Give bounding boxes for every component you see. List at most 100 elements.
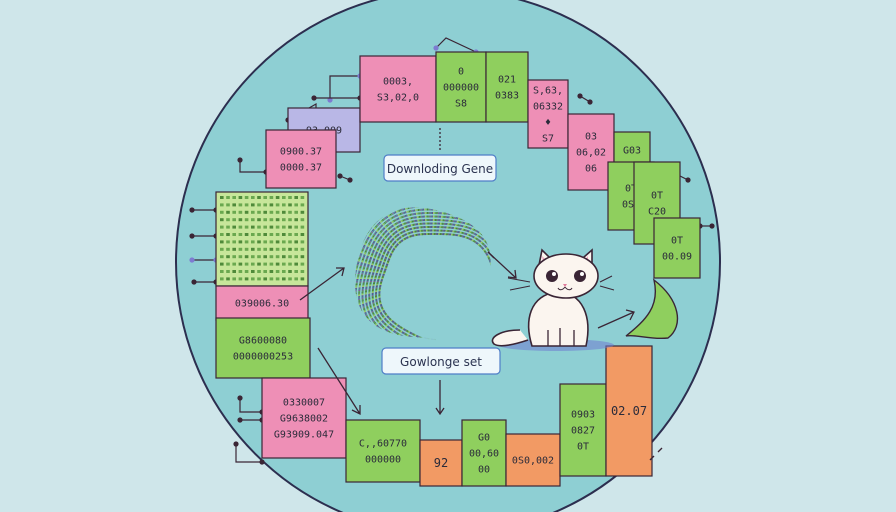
grid-cell	[269, 196, 274, 199]
grid-cell	[282, 255, 286, 259]
grid-cell	[238, 210, 243, 214]
helix-strand	[358, 296, 381, 306]
grid-cell	[275, 210, 280, 214]
helix-strand	[355, 280, 383, 283]
helix-strand	[458, 222, 469, 237]
connector-dot	[685, 177, 691, 183]
grid-cell	[269, 203, 274, 207]
grid-cell	[300, 247, 305, 251]
helix-strand	[355, 268, 386, 275]
helix-strand	[377, 316, 390, 328]
helix-strand	[355, 289, 381, 296]
grid-cell	[294, 255, 298, 259]
helix-strand	[456, 220, 467, 237]
ribbon-curve	[625, 278, 679, 340]
helix-strand	[356, 291, 381, 300]
grid-cell	[232, 233, 236, 236]
grid-cell	[288, 270, 292, 273]
helix-strand	[365, 235, 393, 255]
grid-cell	[220, 277, 224, 281]
helix-strand	[454, 219, 464, 237]
helix-strand	[394, 210, 409, 239]
data-box-text: 0S7	[622, 200, 640, 211]
connector-dot	[189, 257, 195, 263]
grid-cell	[226, 247, 230, 251]
helix-strand	[369, 229, 395, 252]
helix-strand	[363, 240, 392, 258]
grid-cell	[263, 233, 267, 236]
grid-cell	[232, 240, 236, 244]
grid-cell	[238, 247, 243, 251]
helix-strand	[481, 244, 488, 250]
helix-strand	[436, 211, 441, 236]
grid-cell	[263, 255, 267, 259]
data-box-text: S7	[542, 134, 554, 145]
helix-strand	[477, 238, 486, 246]
grid-cell	[288, 262, 292, 266]
helix-strand	[356, 263, 387, 272]
helix-strand	[356, 290, 381, 298]
grid-cell	[288, 240, 292, 244]
helix-strand	[356, 267, 386, 274]
helix-strand	[355, 284, 382, 288]
helix-strand	[444, 214, 453, 236]
helix-strand	[357, 257, 388, 268]
helix-strand	[385, 320, 395, 332]
helix-strand	[483, 247, 490, 252]
helix-strand	[469, 230, 479, 241]
grid-cell	[294, 233, 298, 236]
helix-strand	[370, 228, 395, 251]
helix-strand	[362, 242, 391, 260]
helix-strand	[392, 324, 400, 334]
helix-strand	[475, 236, 485, 245]
grid-cell	[282, 203, 286, 207]
grid-cell	[251, 233, 255, 236]
helix-strand	[399, 208, 413, 238]
data-box-rect	[359, 55, 437, 123]
grid-cell	[275, 255, 280, 259]
helix-strand	[356, 262, 387, 271]
grid-cell	[238, 277, 243, 281]
helix-strand	[355, 271, 385, 276]
grid-cell	[251, 255, 255, 259]
grid-cell	[251, 262, 255, 266]
helix-strand	[357, 294, 381, 303]
grid-cell	[232, 255, 236, 259]
grid-cell	[263, 270, 267, 273]
data-box-text: 00,60	[469, 449, 499, 460]
grid-cell	[263, 240, 267, 244]
helix-strand	[372, 312, 387, 324]
caption-top-box: Downloding Gene	[383, 154, 497, 182]
grid-cell	[294, 225, 298, 229]
grid-cell	[294, 262, 298, 266]
helix-strand	[359, 297, 381, 307]
grid-cell	[244, 277, 249, 281]
grid-cell	[232, 277, 236, 281]
grid-cell	[263, 210, 267, 214]
grid-cell	[294, 196, 298, 199]
helix-strand	[488, 258, 491, 261]
helix-strand	[463, 225, 474, 239]
connector-dot	[259, 459, 265, 465]
connector-line	[235, 444, 262, 463]
grid-cell	[226, 277, 230, 281]
helix-strand	[361, 301, 382, 312]
helix-strand	[361, 245, 391, 261]
grid-cell	[226, 203, 230, 207]
data-box-text: 0000000253	[233, 352, 293, 363]
helix-strand	[363, 241, 391, 259]
helix-strand	[355, 273, 384, 278]
helix-strand	[379, 317, 391, 329]
grid-cell	[220, 203, 224, 207]
grid-cell	[232, 225, 236, 229]
helix-strand	[433, 210, 437, 236]
connector-line	[239, 160, 266, 173]
grid-cell	[257, 218, 261, 222]
helix-strand	[398, 327, 404, 336]
connector-dot	[189, 233, 195, 239]
data-box-rect	[435, 51, 487, 123]
data-box-text: 0827	[571, 426, 595, 437]
